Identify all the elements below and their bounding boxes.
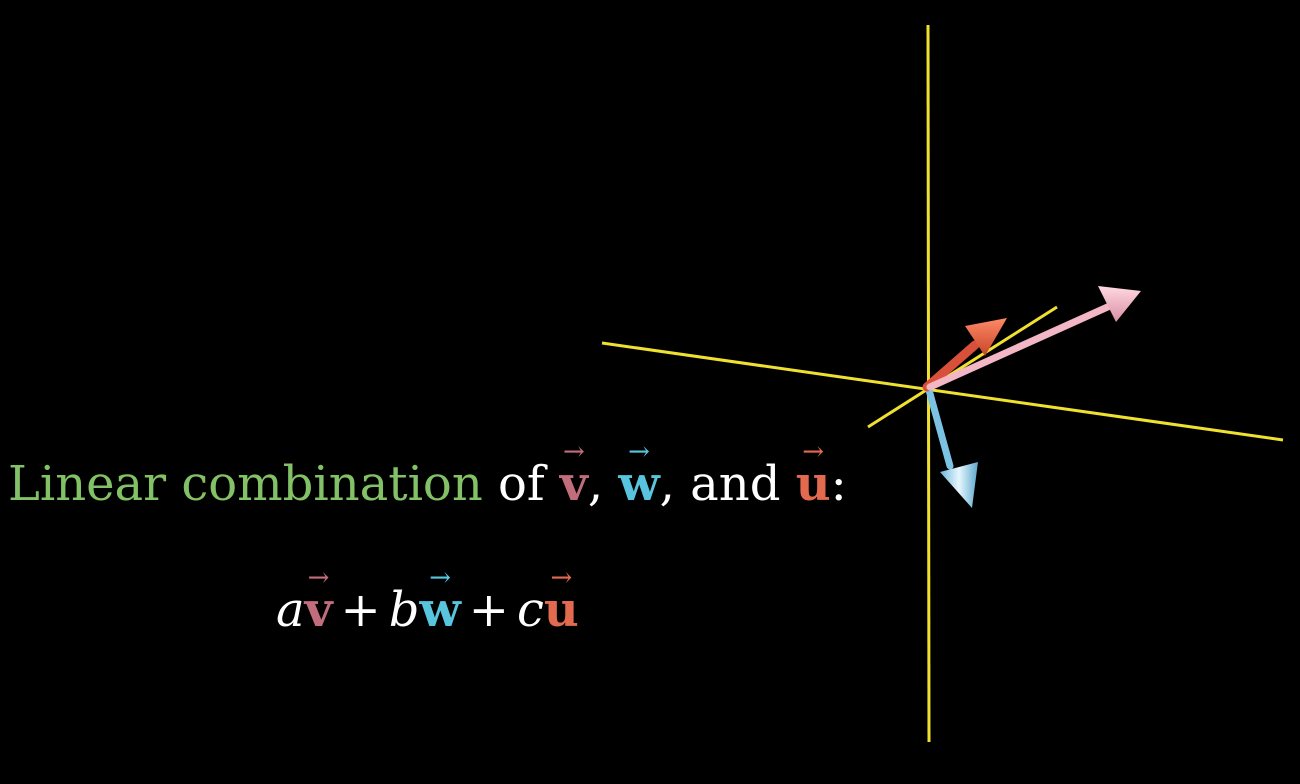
linear-combination-caption: Linear combination of →v, →w, and →u:: [8, 439, 847, 516]
caption-of-text: of: [482, 456, 560, 512]
vector-w-letter: w: [618, 456, 660, 512]
coefficient-a: a: [276, 582, 305, 638]
formula-vector-u: →u: [543, 565, 579, 642]
vector-arrow-icon: →: [562, 437, 585, 467]
formula-vector-w-letter: w: [419, 582, 461, 638]
vector-w-symbol: →w: [618, 439, 660, 516]
plus-sign-1: +: [340, 582, 381, 638]
vector-arrow-icon: →: [550, 563, 573, 593]
vector-arrow-icon: →: [429, 563, 452, 593]
vector-arrow-icon: →: [628, 437, 650, 467]
caption-colon: :: [830, 456, 847, 512]
formula-vector-v: →v: [304, 565, 333, 642]
linear-combination-formula: a→v+b→w+c→u: [276, 565, 579, 642]
coefficient-b: b: [388, 582, 420, 638]
vector-arrow-icon: →: [307, 563, 330, 593]
vector-u-symbol: →u: [795, 439, 831, 516]
x-axis: [601, 341, 1284, 442]
formula-vector-w: →w: [419, 565, 461, 642]
formula-vector-v-letter: v: [304, 582, 333, 638]
vector-u-letter: u: [795, 456, 831, 512]
formula-vector-u-letter: u: [543, 582, 579, 638]
vector-v-arrow: [926, 286, 1141, 391]
vector-arrow-icon: →: [802, 437, 825, 467]
linear-combination-label: Linear combination: [8, 456, 483, 512]
plus-sign-2: +: [468, 582, 510, 638]
caption-comma-1: ,: [587, 456, 619, 512]
vector-v-symbol: →v: [559, 439, 588, 516]
z-axis: [867, 305, 1058, 429]
coefficient-c: c: [517, 582, 544, 638]
vector-v-letter: v: [559, 456, 588, 512]
vector-w-arrow: [925, 386, 978, 508]
caption-and-text: , and: [659, 456, 796, 512]
vector-u-arrow: [922, 318, 1007, 392]
